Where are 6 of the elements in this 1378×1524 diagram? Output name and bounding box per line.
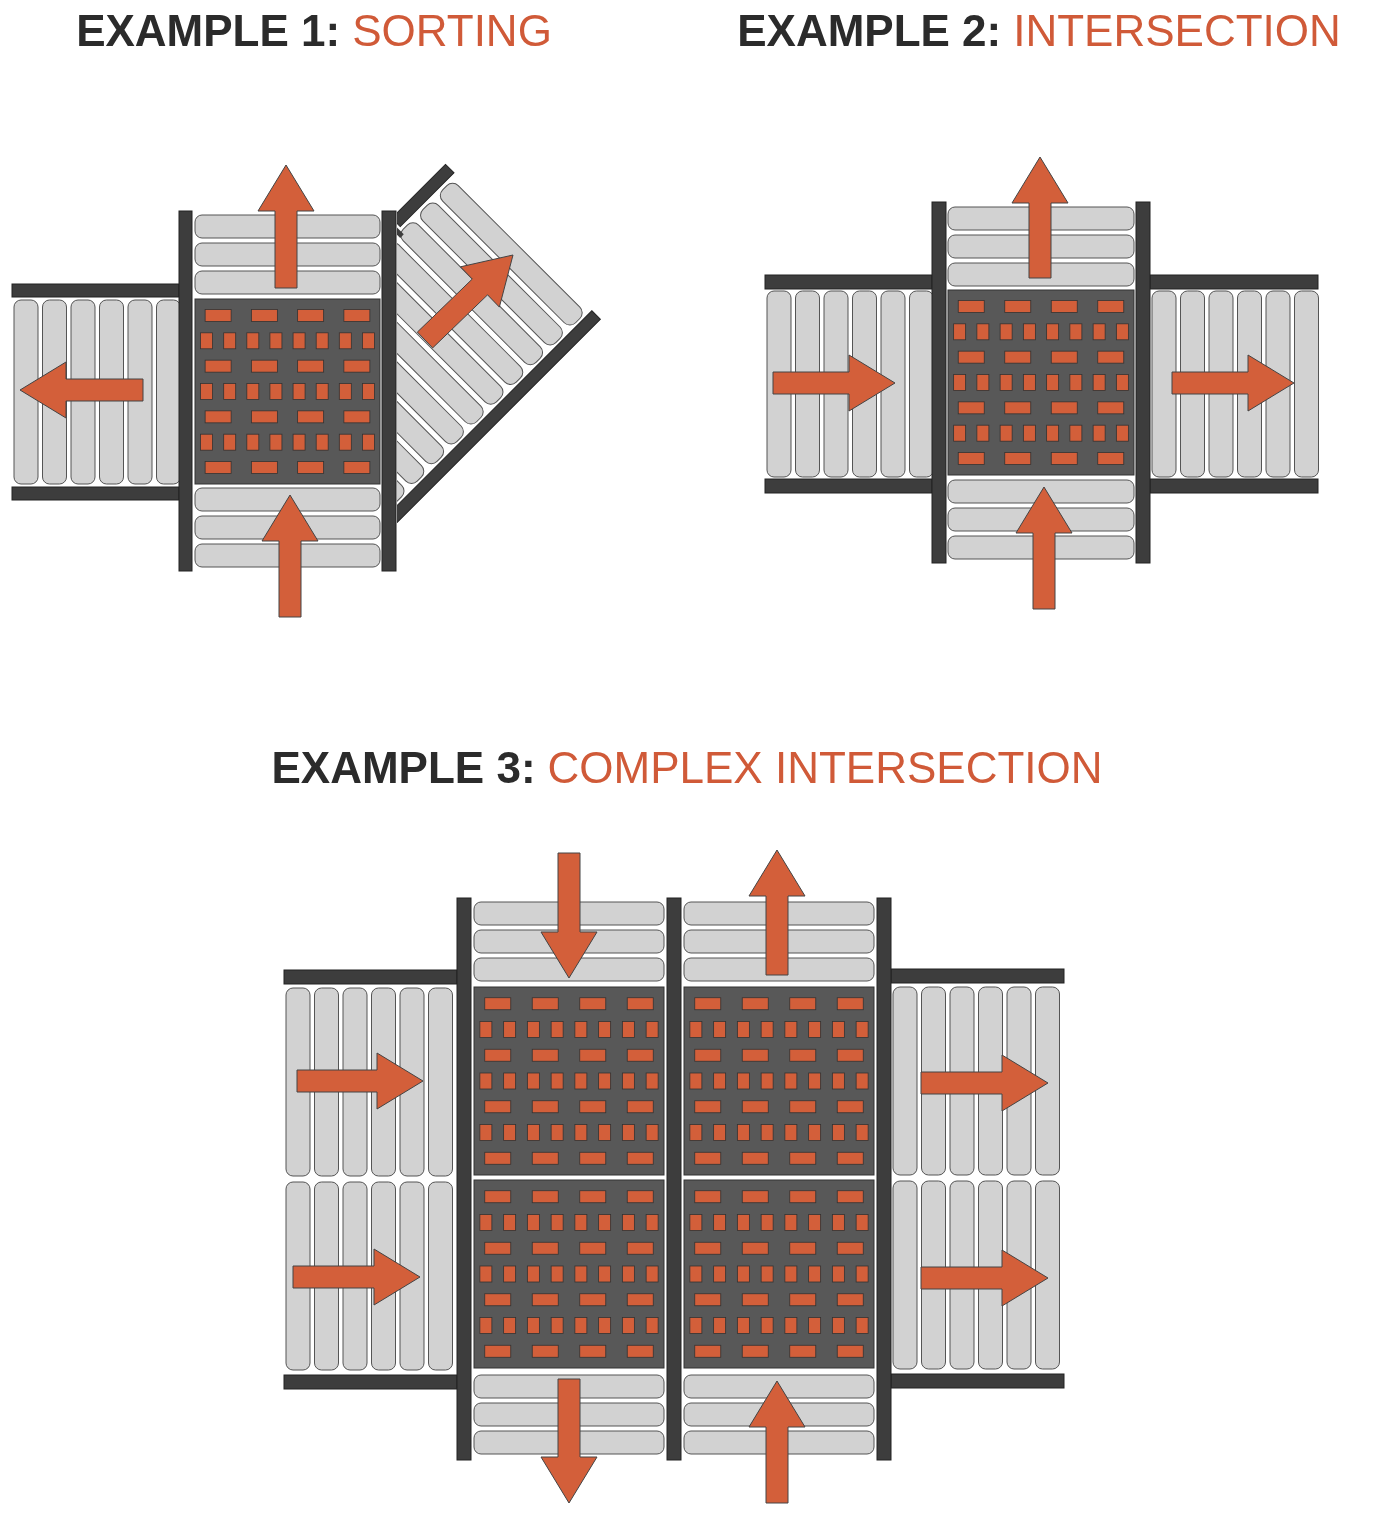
example-topic: COMPLEX INTERSECTION [547,743,1103,793]
example-heading: EXAMPLE 3: [271,743,536,793]
example-heading: EXAMPLE 2: [737,6,1002,56]
example-topic: INTERSECTION [1013,6,1341,56]
example-heading: EXAMPLE 1: [76,6,341,56]
example-topic: SORTING [352,6,552,56]
